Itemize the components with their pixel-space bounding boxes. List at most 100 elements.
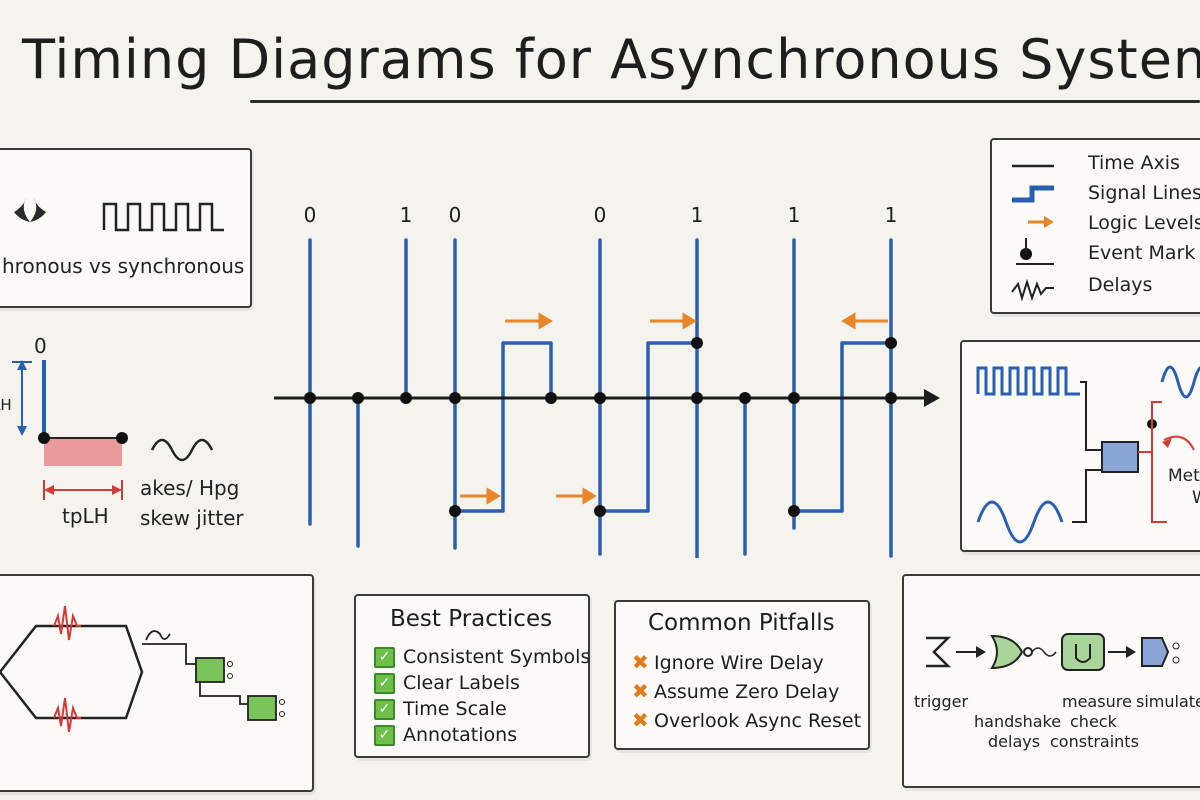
- pulse-3: [794, 341, 891, 513]
- event-dot: [885, 392, 897, 404]
- async-vs-sync-label: hronous vs synchronous: [2, 254, 245, 278]
- input-sine-wave: [976, 500, 1064, 544]
- event-dot: [352, 392, 364, 404]
- pitfall-item: ✖Ignore Wire Delay: [632, 650, 824, 674]
- pitfall-item: ✖Assume Zero Delay: [632, 679, 839, 703]
- pitfall-label: Overlook Async Reset: [654, 710, 862, 732]
- trigger-icon: [926, 636, 952, 668]
- pulse-1: [455, 341, 553, 513]
- note-line-1: akes/ Hpg: [140, 476, 240, 500]
- metastable-output-wave: [1160, 365, 1200, 399]
- event-dot: [449, 505, 461, 517]
- top-value-label: 0: [34, 334, 47, 358]
- gate-box-1: [195, 657, 225, 683]
- event-dot: [788, 392, 800, 404]
- checkbox-checked-icon: ✓: [374, 673, 395, 694]
- async-vs-sync-panel: hronous vs synchronous: [0, 148, 252, 308]
- event-dot: [885, 337, 897, 349]
- async-handshake-icon: [14, 198, 46, 222]
- delay-region: [44, 438, 122, 466]
- bit-value-label: 0: [594, 203, 607, 227]
- bit-value-label: 1: [691, 203, 704, 227]
- common-pitfalls-title: Common Pitfalls: [648, 610, 835, 636]
- flow-step-handshake-line-1: handshake: [974, 712, 1062, 731]
- noise-spike-bottom: [53, 697, 81, 733]
- flip-flop-box: [1101, 441, 1139, 473]
- meta-label-line-2: W: [1192, 488, 1200, 508]
- event-dot: [594, 392, 606, 404]
- flow-step-measure-line-1: measure: [1062, 692, 1132, 711]
- time-axis-arrowhead: [924, 389, 940, 407]
- meta-label-line-1: Meta: [1168, 466, 1200, 486]
- async-sync-icons: [14, 198, 224, 232]
- best-practice-item: ✓ Clear Labels: [374, 672, 520, 694]
- measure-box-icon: [1061, 633, 1105, 671]
- best-practice-label: Annotations: [403, 724, 518, 746]
- event-dot: [449, 392, 461, 404]
- best-practices-panel: Best Practices ✓ Consistent Symbols ✓ Clear…: [354, 594, 590, 758]
- main-timing-diagram: 0 1 0 0 1 1 1: [274, 203, 940, 558]
- circuit-sketch: [0, 605, 285, 733]
- metastability-sketch: [976, 365, 1200, 544]
- legend-label: Event Mark: [1088, 242, 1196, 264]
- best-practice-item: ✓ Annotations: [374, 724, 517, 746]
- left-path-shape: [0, 624, 144, 720]
- best-practice-item: ✓ Consistent Symbols: [374, 646, 590, 668]
- bit-value-label: 1: [885, 203, 898, 227]
- note-line-2: skew jitter: [140, 506, 244, 530]
- legend-label: Time Axis: [1088, 152, 1180, 174]
- legend-label: Delays: [1088, 274, 1153, 296]
- circuit-sketch-panel: [0, 574, 314, 792]
- verification-flow-panel: trigger handshake delays measure check c…: [902, 574, 1200, 788]
- clock-wave: [976, 366, 1080, 396]
- logic-level-arrows: [460, 312, 888, 505]
- best-practice-label: Time Scale: [403, 698, 507, 720]
- axis-event-markers: [304, 337, 897, 517]
- pitfall-label: Ignore Wire Delay: [654, 652, 824, 674]
- pitfall-label: Assume Zero Delay: [654, 681, 840, 703]
- flow-step-measure-line-2: check: [1070, 712, 1117, 731]
- propagation-delay-sketch: [12, 360, 214, 500]
- signal-pulses: [455, 341, 891, 513]
- cross-icon: ✖: [632, 708, 649, 732]
- best-practice-label: Clear Labels: [403, 672, 520, 694]
- common-pitfalls-panel: Common Pitfalls ✖Ignore Wire Delay✖Assum…: [614, 600, 870, 750]
- metastability-panel: Meta W: [960, 340, 1200, 552]
- bit-value-label: 0: [304, 203, 317, 227]
- event-dot: [304, 392, 316, 404]
- signal-step-icon: [1012, 185, 1054, 203]
- checkbox-checked-icon: ✓: [374, 647, 395, 668]
- sync-clock-icon: [102, 202, 224, 232]
- checkbox-checked-icon: ✓: [374, 725, 395, 746]
- event-dot: [691, 392, 703, 404]
- best-practices-title: Best Practices: [390, 606, 553, 632]
- title-underline: [250, 100, 1200, 103]
- event-dot: [691, 337, 703, 349]
- best-practice-label: Consistent Symbols: [403, 646, 591, 668]
- end-event-dot: [116, 432, 128, 444]
- event-dot: [739, 392, 751, 404]
- start-event-dot: [38, 432, 50, 444]
- bit-value-label: 1: [400, 203, 413, 227]
- event-dot: [788, 505, 800, 517]
- bit-value-label: 0: [449, 203, 462, 227]
- gate-box-2: [247, 695, 277, 721]
- side-dimension-label: LH: [0, 396, 12, 414]
- event-dot: [594, 505, 606, 517]
- gate-shape-icon: [990, 634, 1024, 670]
- flow-step-simulate: simulate: [1136, 692, 1200, 711]
- tplh-label: tpLH: [62, 504, 109, 528]
- pulse-2: [600, 341, 697, 513]
- event-dot: [400, 392, 412, 404]
- legend-label: Logic Levels: [1088, 212, 1200, 234]
- flow-step-trigger: trigger: [914, 692, 969, 711]
- event-dot: [545, 392, 557, 404]
- flow-sketch: [926, 633, 1180, 671]
- checkbox-checked-icon: ✓: [374, 699, 395, 720]
- bit-value-label: 1: [788, 203, 801, 227]
- noise-spike-top: [53, 605, 81, 641]
- flow-step-measure-line-3: constraints: [1050, 732, 1139, 751]
- best-practice-item: ✓ Time Scale: [374, 698, 507, 720]
- propagation-delay-panel: 0 LH tpLH akes/ Hpg skew jitter: [0, 330, 280, 540]
- squiggle-icon: [1011, 278, 1054, 302]
